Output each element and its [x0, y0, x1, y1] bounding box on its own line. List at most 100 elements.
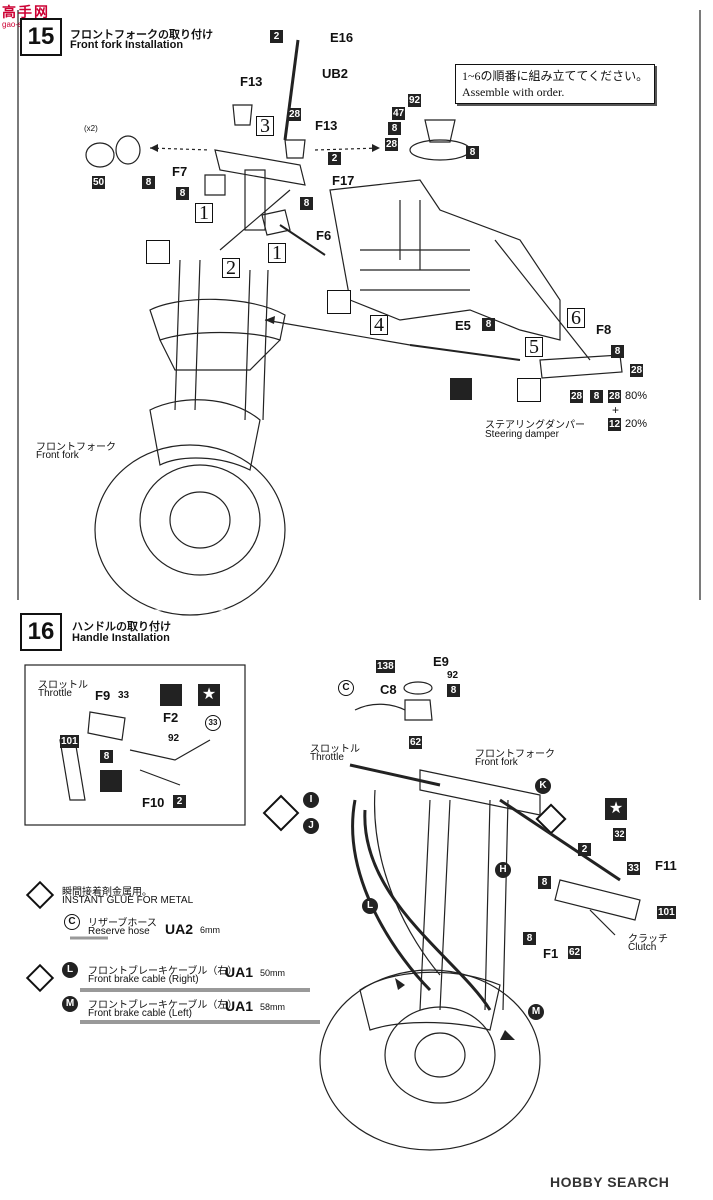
no-glue-icon — [327, 290, 351, 314]
letter-j: J — [303, 818, 319, 834]
order-2: 2 — [222, 258, 240, 278]
brake-cable-left — [363, 809, 492, 1011]
front-fork-label-jp: フロントフォーク — [36, 442, 116, 453]
part-f11: F11 — [655, 858, 677, 873]
dotted-guide-left — [149, 147, 211, 151]
paint-92: 92 — [447, 670, 459, 681]
length-6mm: 6mm — [200, 925, 220, 935]
part-f13: F13 — [315, 118, 338, 133]
steering-stem — [244, 169, 266, 231]
paint-box: 28 — [385, 138, 399, 151]
star-icon: ★ — [198, 684, 220, 706]
brake-cable-left-jp: フロントブレーキケーブル（左） — [88, 1000, 238, 1011]
brake-cable-right-jp: フロントブレーキケーブル（右） — [88, 966, 238, 977]
part-c8: C8 — [380, 682, 397, 697]
part-ua1: UA1 — [225, 998, 254, 1014]
cement-icon — [100, 770, 122, 792]
inset-throttle-jp: スロットル — [38, 680, 88, 691]
paint-92: 92 — [168, 733, 180, 744]
part-f13: F13 — [240, 74, 263, 89]
paint-box: 33 — [627, 862, 641, 875]
paint-box: 8 — [300, 197, 313, 210]
part-f2: F2 — [163, 710, 179, 725]
part-f8: F8 — [596, 322, 612, 337]
cement-icon — [450, 378, 472, 400]
glue-label-en: INSTANT GLUE FOR METAL — [62, 895, 194, 906]
order-6: 6 — [567, 308, 585, 328]
dotted-guide-right — [314, 147, 381, 151]
length-50mm: 50mm — [260, 968, 286, 978]
fork-tube-left — [174, 259, 201, 411]
front-fork-label-en: Front fork — [36, 450, 79, 461]
part-e5: E5 — [455, 318, 471, 333]
paint-33-circle: 33 — [205, 715, 221, 731]
paint-box: 2 — [173, 795, 186, 808]
paint-box: 8 — [142, 176, 155, 189]
front-wheel-outline — [94, 444, 286, 616]
front-wheel-16 — [319, 969, 541, 1151]
part-f7: F7 — [172, 164, 188, 179]
brake-cable-left-en: Front brake cable (Left) — [88, 1008, 192, 1019]
throttle-inset-frame — [24, 664, 246, 826]
paint-box: 2 — [578, 843, 591, 856]
no-glue-icon — [517, 378, 541, 402]
front-disc — [139, 464, 261, 576]
clutch-en: Clutch — [628, 942, 657, 953]
order-1: 1 — [268, 243, 286, 263]
part-e9: E9 — [433, 654, 449, 669]
paint-box: 28 — [630, 364, 644, 377]
letter-k: K — [535, 778, 551, 794]
steering-damper — [539, 354, 623, 379]
ratio-80: 80% — [625, 390, 648, 402]
reserve-hose-en: Reserve hose — [88, 926, 150, 937]
letter-m: M — [528, 1004, 544, 1020]
part-ua1: UA1 — [225, 964, 254, 980]
paint-box: 138 — [376, 660, 395, 673]
brake-cable-right-en: Front brake cable (Right) — [88, 974, 199, 985]
paint-box: 28 — [570, 390, 584, 403]
bolt-ub2 — [283, 39, 300, 141]
guide-4 — [264, 319, 411, 346]
glue-label-jp: 瞬間接着剤金属用。 — [62, 887, 152, 898]
paint-box: 8 — [523, 932, 536, 945]
part-f10: F10 — [142, 795, 165, 810]
paint-box: 62 — [409, 736, 423, 749]
order-3: 3 — [256, 116, 274, 136]
reserve-hose-jp: リザーブホース — [88, 918, 157, 929]
letter-h: H — [495, 862, 511, 878]
letter-i: I — [303, 792, 319, 808]
inset-throttle-en: Throttle — [38, 688, 72, 699]
step15-title-jp: フロントフォークの取り付け — [70, 29, 213, 41]
main-front-fork-en: Front fork — [475, 757, 518, 768]
letter-l: L — [362, 898, 378, 914]
step16-number: 16 — [20, 613, 62, 651]
paint-box: 28 — [288, 108, 302, 121]
paint-box: 28 — [608, 390, 622, 403]
cement-icon — [160, 684, 182, 706]
lower-bracket — [149, 298, 286, 341]
step15-number: 15 — [20, 18, 62, 56]
hobby-search-watermark: HOBBY SEARCH — [550, 1174, 670, 1190]
length-58mm: 58mm — [260, 1002, 286, 1012]
letter-c: C — [338, 680, 354, 696]
letter-c: C — [64, 914, 80, 930]
times-two: (x2) — [84, 124, 98, 133]
paint-box: 8 — [482, 318, 495, 331]
letter-l: L — [62, 962, 78, 978]
paint-33: 33 — [118, 690, 130, 701]
paint-box: 8 — [100, 750, 113, 763]
order-4: 4 — [370, 315, 388, 335]
paint-box: 8 — [590, 390, 603, 403]
order-note: 1~6の順番に組み立ててください。 Assemble with order. — [455, 64, 656, 104]
paint-box: 8 — [388, 122, 401, 135]
part-ub2: UB2 — [322, 66, 349, 81]
order-note-en: Assemble with order. — [462, 85, 565, 99]
paint-box: 8 — [176, 187, 189, 200]
main-throttle-jp: スロットル — [310, 744, 360, 755]
order-1: 1 — [195, 203, 213, 223]
step16-title-en: Handle Installation — [72, 632, 170, 644]
part-f9: F9 — [95, 688, 111, 703]
order-5: 5 — [525, 337, 543, 357]
letter-m: M — [62, 996, 78, 1012]
main-throttle-en: Throttle — [310, 752, 344, 763]
